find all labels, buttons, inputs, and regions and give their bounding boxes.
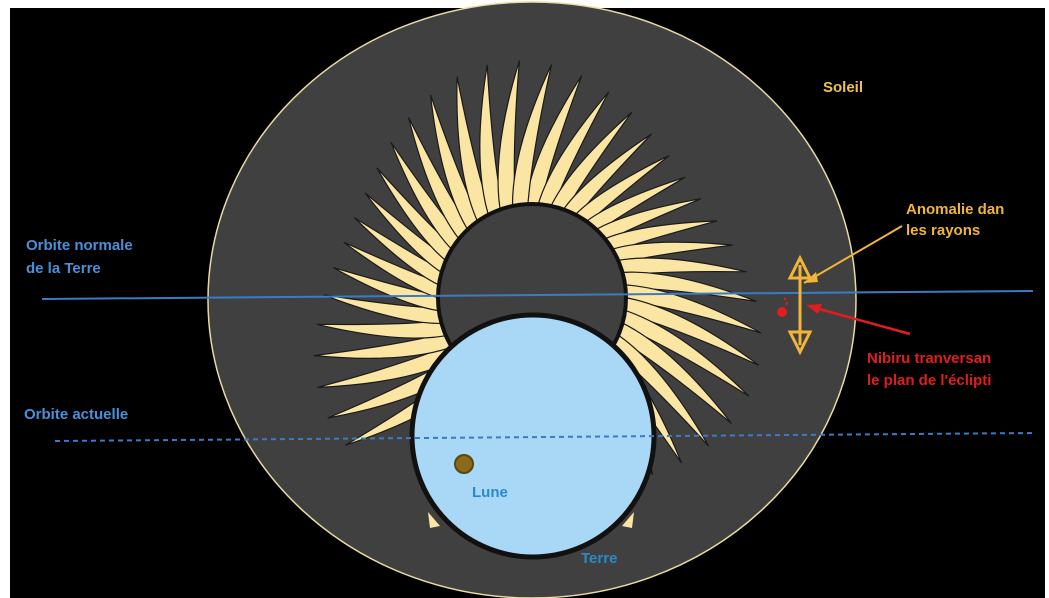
sun-label: Soleil (823, 79, 863, 96)
nibiru-label-line2: le plan de l'éclipti (867, 372, 991, 389)
anomaly-label-line1: Anomalie dan (906, 201, 1004, 218)
nibiru-trail (783, 297, 788, 307)
nibiru-dot (777, 307, 787, 317)
moon-disc (454, 454, 474, 474)
anomaly-arrow-up (787, 254, 813, 280)
anomaly-arrow-down (787, 330, 813, 356)
sun-ray (511, 64, 553, 213)
current-orbit-line (54, 432, 1036, 442)
nibiru-pointer-head (806, 304, 822, 314)
normal-orbit-line (41, 290, 1034, 300)
orbit-current-label: Orbite actuelle (24, 406, 128, 423)
earth-disc (409, 312, 657, 560)
anomaly-label-line2: les rayons (906, 222, 980, 239)
ray-tip-left (428, 512, 440, 528)
orbit-normal-label-line2: de la Terre (26, 260, 101, 277)
earth-label: Terre (581, 550, 617, 567)
anomaly-pointer-head (804, 272, 818, 283)
anomaly-pointer-line (803, 225, 903, 284)
ray-tip-right (622, 512, 634, 528)
moon-label: Lune (472, 484, 508, 501)
nibiru-pointer-line (811, 305, 911, 336)
nibiru-label-line1: Nibiru tranversan (867, 350, 991, 367)
orbit-normal-label-line1: Orbite normale (26, 237, 133, 254)
